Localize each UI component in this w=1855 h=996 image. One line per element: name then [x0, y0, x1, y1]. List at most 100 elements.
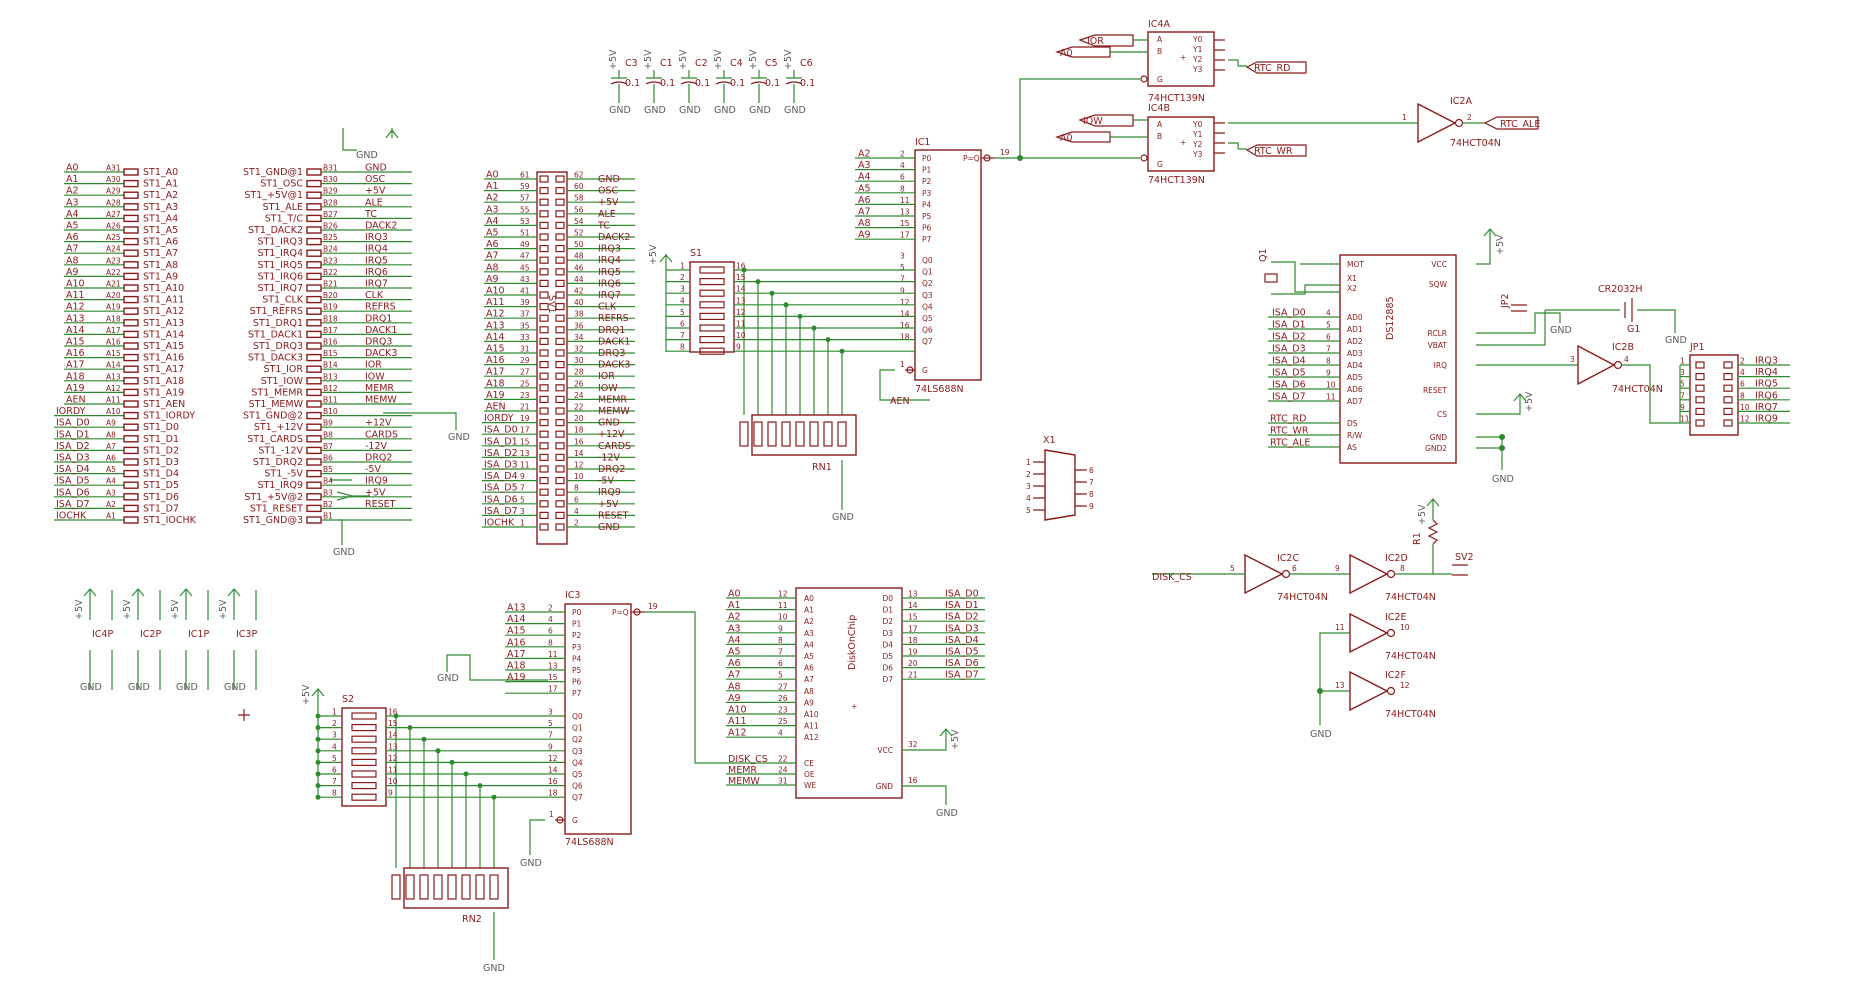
doc-ctl-label-1: OE	[804, 770, 815, 779]
cs-vcc-label: +5V	[1524, 391, 1535, 412]
doc-a-net-3: A3	[728, 623, 741, 634]
rtc-pin-l-4: AD1	[1347, 325, 1363, 334]
rtc-ad-net-2: ISA_D2	[1272, 332, 1306, 343]
rtc-pin-r-0: VCC	[1431, 260, 1447, 269]
doc-a-label-8: A8	[804, 687, 814, 696]
rtc-pin-r-7: GND	[1430, 433, 1447, 442]
sv1-right-pin-28: 6	[574, 495, 579, 504]
doc-memr-label: MEMR	[728, 765, 757, 776]
isa-a-pin-8: A23	[106, 256, 121, 265]
doc-a-pin-5: 7	[778, 648, 783, 657]
doc-d-pin-7: 21	[908, 671, 918, 680]
ic4b-pin-y3: Y3	[1192, 150, 1203, 159]
ic4a-pin-a: A	[1157, 35, 1163, 44]
sv1-left-pin-6: 49	[520, 240, 530, 249]
rtc-ctl-net-1: RTC_WR	[1270, 426, 1309, 437]
isa-b-net-4: TC	[364, 209, 377, 220]
sv1-left-net-22: ISA_D0	[484, 425, 518, 436]
s2-pin-r-1: 15	[388, 719, 398, 728]
rn2-name: RN2	[462, 914, 482, 925]
s2-pin-l-0: 1	[332, 708, 337, 717]
isa-b-net-0: GND	[365, 163, 387, 174]
ic3-p-pin-5: 13	[548, 662, 558, 671]
isa-a-pin-21: A10	[106, 407, 121, 416]
ic1-p-net-6: A8	[858, 218, 871, 229]
rn1-name: RN1	[812, 462, 832, 473]
rn1-gnd-label: GND	[832, 512, 854, 523]
isa-a-name-13: ST1_A13	[143, 318, 184, 329]
isa-b-net-1: OSC	[365, 174, 386, 185]
isa-a-name-10: ST1_A10	[143, 283, 184, 294]
doc-a-net-12: A12	[728, 728, 747, 739]
isa-b-pin-10: B21	[323, 280, 338, 289]
ic4b-value: 74HCT139N	[1148, 175, 1205, 186]
ic3-p-net-5: A18	[507, 661, 526, 672]
jp1-pin-l-4: 9	[1680, 403, 1685, 412]
s1-pin-l-1: 2	[680, 273, 685, 282]
s2-pin-l-3: 4	[332, 742, 337, 751]
isa-a-pin-18: A13	[106, 372, 121, 381]
sv1-left-net-15: A15	[486, 344, 505, 355]
sv1-left-pin-12: 37	[520, 310, 530, 319]
jp1-pin-r-0: 2	[1740, 357, 1745, 366]
isa-b-pin-19: B12	[323, 384, 338, 393]
isa-b-name-5: ST1_DACK2	[248, 225, 303, 236]
isa-b-pin-30: B1	[323, 512, 333, 521]
sv1-right-pin-6: 50	[574, 240, 584, 249]
cap-gnd-2: GND	[679, 105, 701, 116]
isa-a-pin-25: A6	[106, 454, 116, 463]
pwr-gnd-2: GND	[176, 682, 198, 693]
jp1-pin-l-5: 11	[1680, 415, 1690, 424]
isa-a-net-2: A2	[66, 186, 79, 197]
svg-text:19: 19	[1000, 148, 1010, 157]
doc-a-pin-3: 9	[778, 624, 783, 633]
isa-b-net-22: +12V	[365, 418, 392, 429]
s2-name: S2	[342, 694, 354, 705]
ic1-p-net-3: A5	[858, 183, 871, 194]
ic2c-name: IC2C	[1277, 553, 1299, 564]
pwr-vcc-1: +5V	[122, 599, 133, 620]
ic3-p-label-1: P1	[572, 620, 582, 629]
inv-gnd-label: GND	[1310, 729, 1332, 740]
s1-pin-r-7: 9	[736, 343, 741, 352]
isa-b-pin-18: B13	[323, 372, 338, 381]
ic1-body	[914, 149, 982, 381]
doc-a-label-5: A5	[804, 652, 814, 661]
isa-a-name-18: ST1_A18	[143, 376, 184, 387]
isa-a-net-17: A17	[66, 360, 85, 371]
rtc-wr-flag-text: RTC_WR	[1254, 146, 1293, 157]
doc-d-label-4: D4	[882, 640, 893, 649]
pwr-vcc-3: +5V	[218, 599, 229, 620]
ic3-p-pin-0: 2	[548, 604, 553, 613]
sv1-right-pin-24: 14	[574, 449, 584, 458]
sv1-left-pin-25: 11	[520, 461, 530, 470]
sv1-left-pin-5: 51	[520, 229, 530, 238]
isa-b-pin-3: B28	[323, 198, 338, 207]
rtc-ctl-net-0: RTC_RD	[1270, 414, 1306, 425]
isa-b-pin-20: B11	[323, 396, 338, 405]
sv1-left-pin-23: 15	[520, 437, 530, 446]
doc-gnd-num: 16	[908, 776, 918, 785]
aen-net-label: AEN	[890, 396, 910, 407]
svg-text:12: 12	[1400, 681, 1410, 690]
doc-a-label-7: A7	[804, 675, 814, 684]
cap-gnd-0: GND	[609, 105, 631, 116]
ic3-p-net-4: A17	[507, 649, 526, 660]
isa-b-net-20: MEMW	[365, 395, 397, 406]
jp1-net-2: IRQ5	[1755, 379, 1778, 390]
s1-pin-l-6: 7	[680, 331, 685, 340]
isa-a-name-4: ST1_A4	[143, 213, 178, 224]
isa-b-name-21: ST1_GND@2	[243, 411, 303, 422]
jp1-pin-r-3: 8	[1740, 391, 1745, 400]
rtc-pin-r-1: SQW	[1429, 280, 1448, 289]
isa-a-pin-1: A30	[106, 175, 121, 184]
rtc-pin-r-6: CS	[1437, 410, 1447, 419]
ic4a-value: 74HCT139N	[1148, 93, 1205, 104]
ic3-value: 74LS688N	[565, 837, 614, 848]
isa-a-name-2: ST1_A2	[143, 190, 178, 201]
sv1-left-net-24: ISA_D2	[484, 448, 518, 459]
isa-b-pin-21: B10	[323, 407, 338, 416]
ic4b-name: IC4B	[1148, 103, 1170, 114]
